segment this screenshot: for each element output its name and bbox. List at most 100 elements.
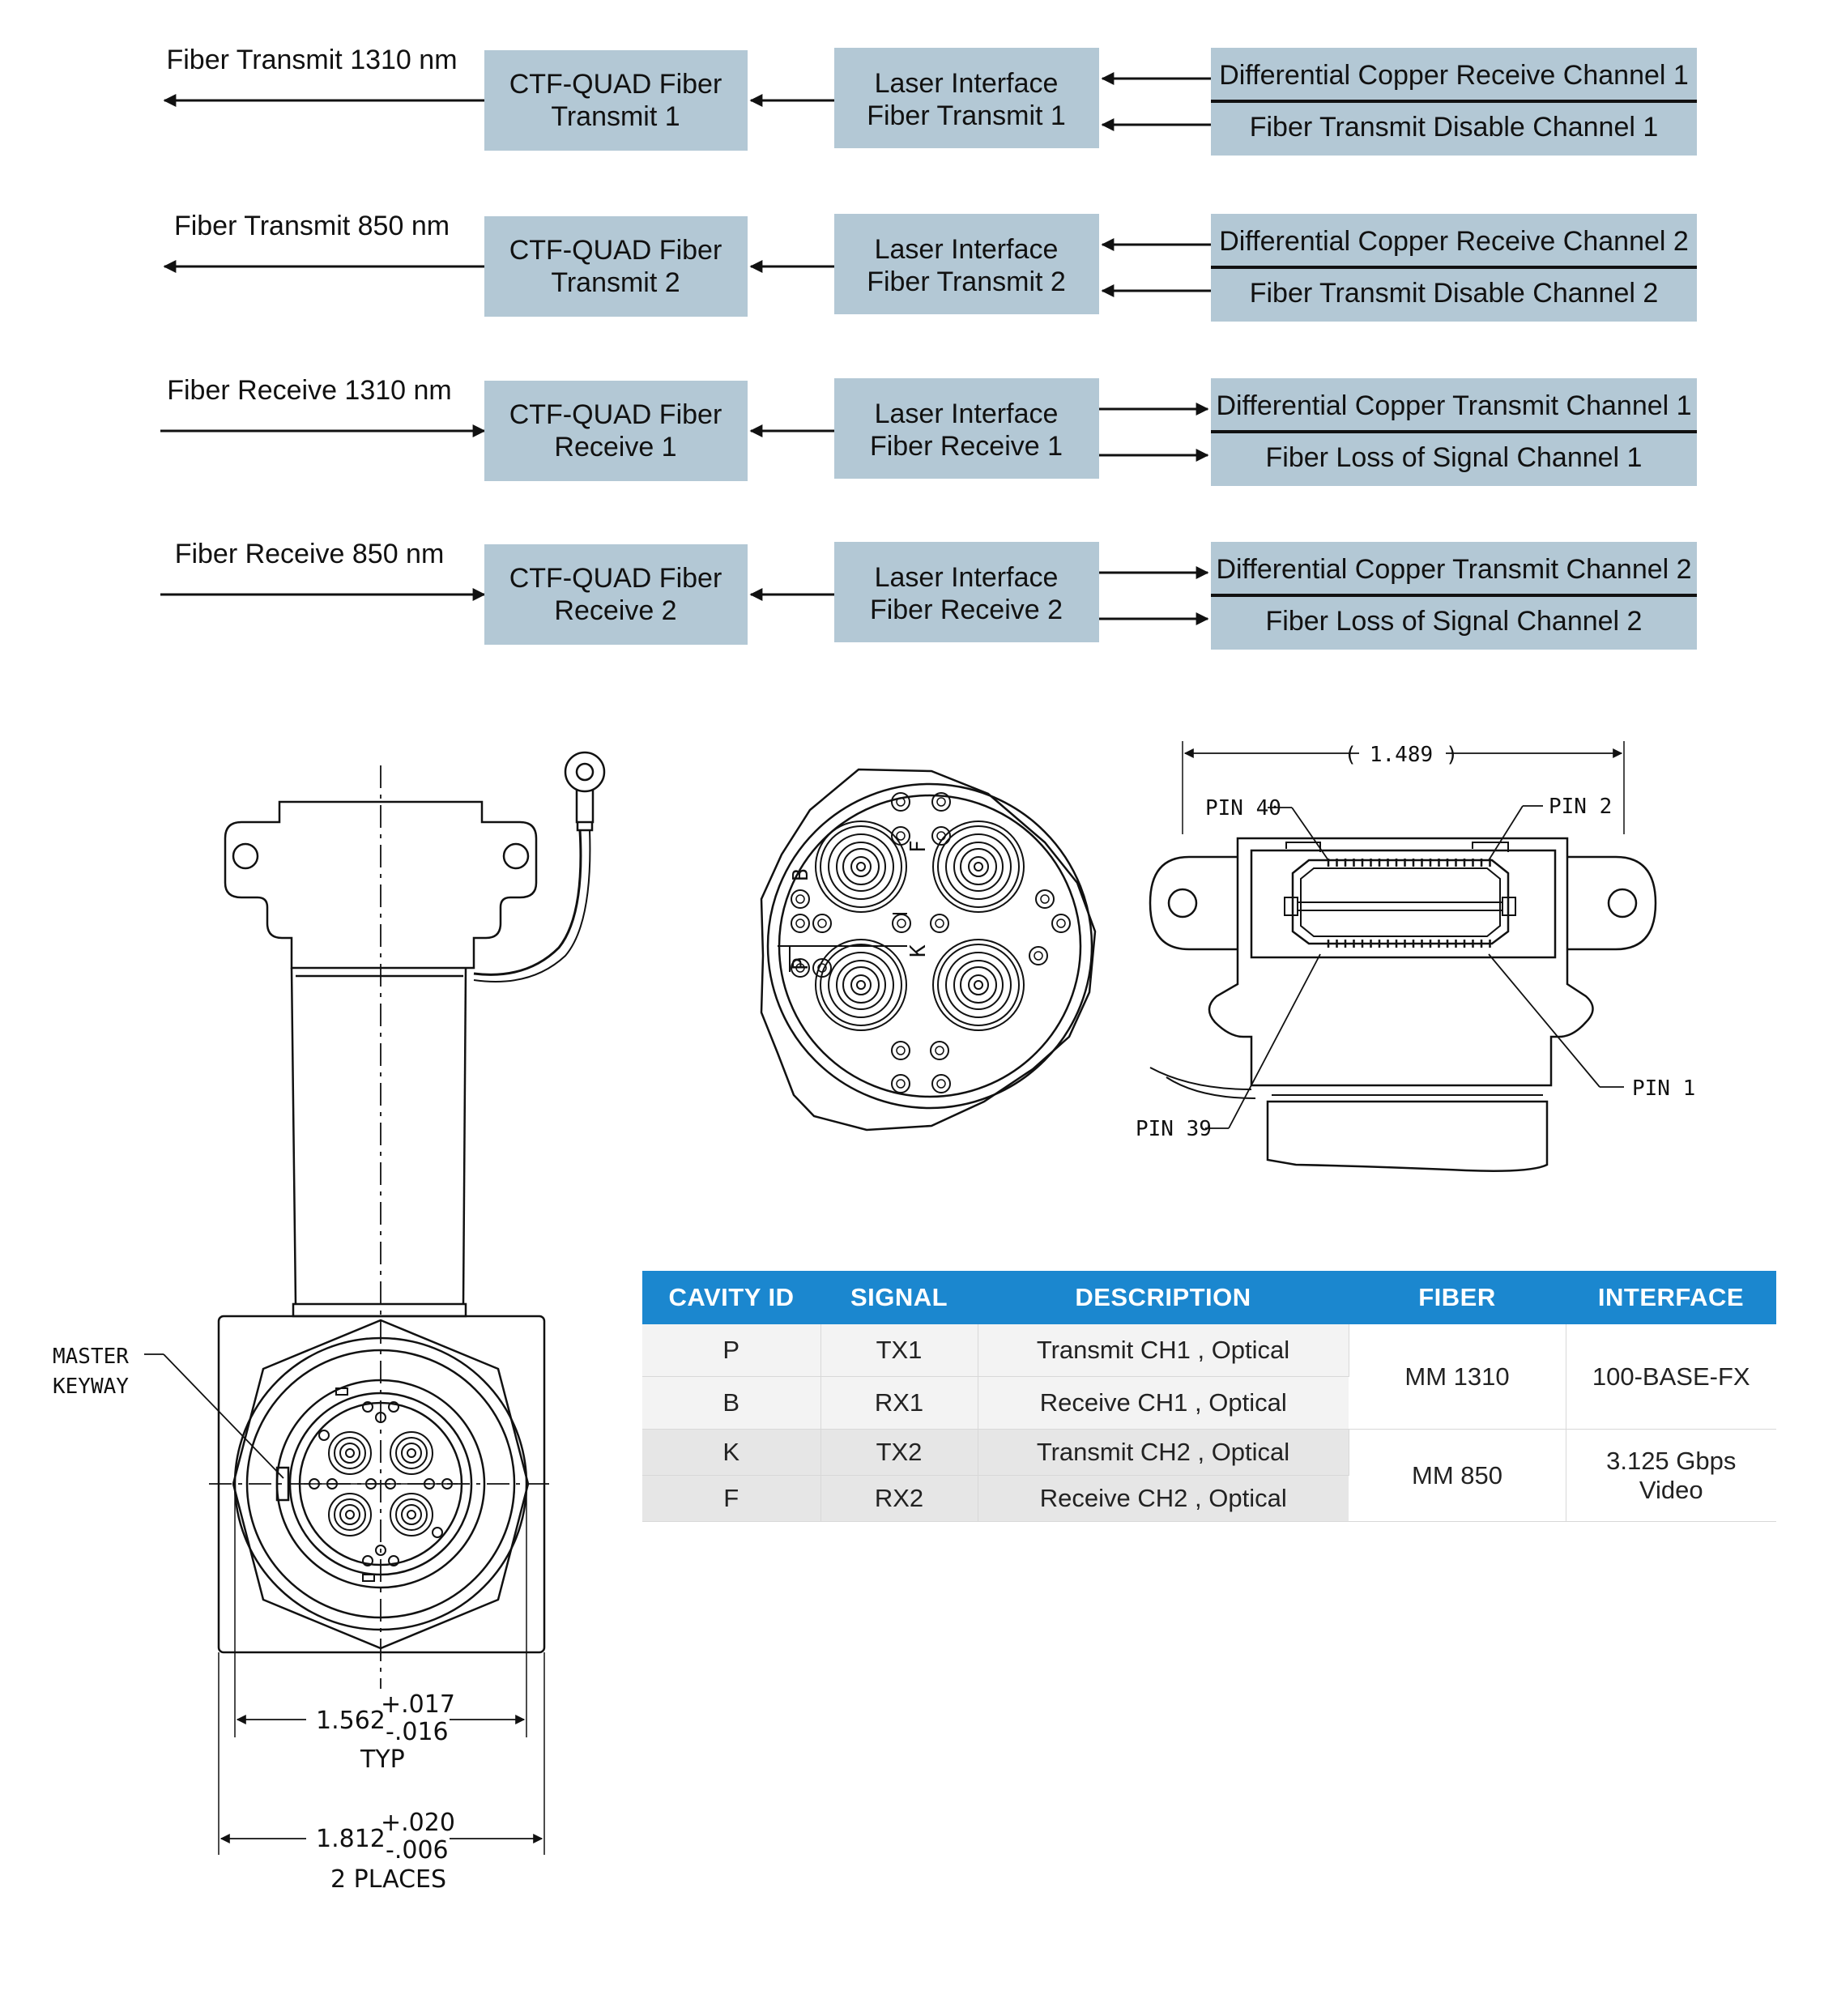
pin1-label: PIN 1: [1632, 1076, 1695, 1101]
aux-cavity-core: [795, 963, 805, 973]
aux-cavity-core: [1034, 951, 1043, 961]
aux-cavity: [1051, 914, 1071, 933]
aux-cavity: [892, 914, 911, 933]
signal-label: Differential Copper Transmit Channel 2: [1216, 554, 1691, 585]
signal-cell: RX1: [820, 1376, 978, 1430]
cavity-letter: K: [906, 944, 931, 957]
fiber-cavity: [815, 939, 907, 1031]
pcb-width-dim: ( 1.489 ): [1345, 743, 1459, 767]
fiber-contact: [345, 1448, 355, 1458]
aux-cavity: [930, 914, 949, 933]
aux-cavity-core: [896, 1079, 906, 1089]
fiber-cavity: [850, 974, 872, 995]
aux-cavity: [931, 792, 951, 812]
signal-cell: TX2: [820, 1429, 978, 1476]
interface-cell: 3.125 Gbps Video: [1566, 1429, 1776, 1522]
aux-cavity: [791, 889, 810, 909]
ctf-block-label: CTF-QUAD Fiber: [509, 563, 722, 594]
dim-inner-minus: -.016: [386, 1718, 449, 1746]
aux-cavity-core: [897, 918, 906, 928]
dim-inner-value: 1.562: [316, 1707, 386, 1735]
connector-face-view: [760, 768, 1097, 1132]
signal-label: Differential Copper Receive Channel 2: [1219, 226, 1689, 257]
signal-label: Differential Copper Transmit Channel 1: [1216, 390, 1691, 421]
signal-label: Differential Copper Receive Channel 1: [1219, 60, 1689, 91]
fiber-cavity: [968, 974, 989, 995]
laser-interface-block: [834, 542, 1099, 642]
fiber-contact: [395, 1498, 428, 1531]
cavity-letter: P: [789, 957, 813, 970]
fiber-cavity: [960, 966, 997, 1004]
fiber-cavity: [953, 842, 1004, 892]
aux-cavity-core: [896, 797, 906, 807]
insert-key: [335, 1387, 348, 1396]
signal-cell: TX1: [820, 1324, 978, 1377]
side-view-annotations: MASTER KEYWAY 1.562 +.017 -.016 TYP 1.81…: [53, 1345, 455, 1894]
cavity-table: CAVITY ID SIGNAL DESCRIPTION FIBER INTER…: [642, 1271, 1776, 1522]
fiber-cavity: [842, 848, 880, 885]
pcb-annotations: ( 1.489 ) PIN 40 PIN 2 PIN 1 PIN 39: [1136, 743, 1695, 1141]
external-fiber-label: Fiber Receive 850 nm: [175, 539, 445, 569]
dim-outer-note: 2 PLACES: [330, 1865, 446, 1894]
laser-block-label: Laser Interface: [875, 399, 1059, 429]
cavity-letter: F: [906, 840, 931, 853]
table-header-row: CAVITY ID SIGNAL DESCRIPTION FIBER INTER…: [642, 1271, 1776, 1324]
aux-cavity-core: [817, 963, 827, 973]
fiber-cavity: [856, 862, 866, 872]
fiber-cavity: [945, 833, 1012, 900]
interface-line-2: Video: [1639, 1475, 1703, 1504]
table-row: B RX1 Receive CH1 , Optical: [642, 1376, 1776, 1430]
aux-cavity: [812, 958, 832, 978]
cavity-cell: P: [642, 1324, 821, 1377]
col-header-description: DESCRIPTION: [978, 1271, 1349, 1324]
fiber-contact: [328, 1493, 372, 1537]
interface-cell: 100-BASE-FX: [1566, 1324, 1776, 1430]
laser-block-label: Fiber Receive 1: [870, 431, 1063, 462]
dim-outer-minus: -.006: [386, 1836, 449, 1865]
laser-interface-block: [834, 214, 1099, 314]
aux-contact: [432, 1527, 443, 1538]
fiber-contact: [339, 1443, 360, 1464]
fiber-cavity: [937, 944, 1020, 1026]
fiber-contact: [407, 1448, 416, 1458]
fiber-cavity: [836, 842, 886, 892]
aux-cavity-core: [795, 894, 805, 904]
signal-label: Fiber Transmit Disable Channel 2: [1250, 278, 1659, 309]
aux-cavity-core: [817, 918, 827, 928]
aux-cavity: [1035, 889, 1055, 909]
aux-contact: [318, 1430, 330, 1441]
aux-cavity: [931, 1074, 951, 1093]
fiber-cavity: [960, 848, 997, 885]
fiber-cavity: [828, 833, 894, 900]
table-row: F RX2 Receive CH2 , Optical: [642, 1475, 1776, 1522]
cavity-letter: B: [789, 868, 813, 881]
fiber-cavity: [937, 825, 1020, 908]
master-keyway-label-2: KEYWAY: [53, 1375, 129, 1399]
fiber-contact: [401, 1504, 422, 1525]
fiber-cell: MM 850: [1349, 1429, 1566, 1522]
aux-cavity-core: [896, 831, 906, 841]
fiber-contact: [401, 1443, 422, 1464]
laser-block-label: Fiber Transmit 2: [867, 266, 1066, 297]
table-row: P TX1 Transmit CH1 , Optical MM 1310 100…: [642, 1324, 1776, 1430]
pcb-connector-view: [1149, 741, 1657, 1172]
ctf-quad-block: [484, 381, 748, 481]
fiber-cavity: [932, 820, 1025, 913]
aux-cavity-core: [936, 831, 946, 841]
aux-contact: [375, 1412, 386, 1423]
fiber-cavity: [820, 825, 902, 908]
col-header-cavity: CAVITY ID: [642, 1271, 820, 1324]
fiber-cavity: [815, 820, 907, 913]
aux-contact: [362, 1401, 373, 1413]
signal-label: Fiber Loss of Signal Channel 2: [1266, 606, 1643, 637]
aux-contact: [388, 1555, 399, 1566]
dim-outer-plus: +.020: [381, 1809, 455, 1837]
description-cell: Receive CH2 , Optical: [978, 1475, 1349, 1522]
fiber-contact: [407, 1510, 416, 1519]
fiber-cavity: [932, 939, 1025, 1031]
dim-inner-plus: +.017: [381, 1690, 455, 1719]
ctf-quad-block: [484, 216, 748, 317]
insert-key: [362, 1574, 375, 1582]
